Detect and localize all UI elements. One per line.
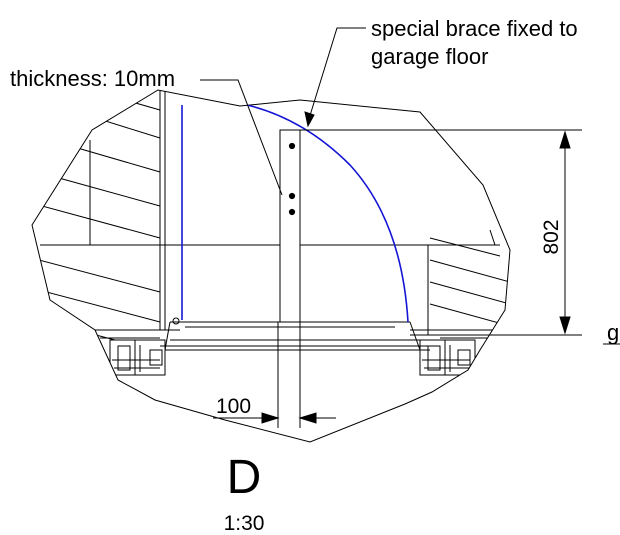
detail-letter: D (227, 451, 262, 504)
callout-brace-line1: special brace fixed to (371, 16, 578, 41)
thickness-leader (200, 79, 283, 196)
brace-leader (304, 27, 366, 128)
detail-boundary (31, 89, 511, 443)
dimension-label-width: 100 (216, 395, 251, 418)
door-swing (181, 102, 409, 323)
dimension-label-height: 802 (540, 219, 563, 254)
left-profile-detail (109, 317, 180, 376)
dimension-802 (300, 129, 582, 336)
section-content (32, 90, 510, 376)
dimension-100 (213, 412, 336, 424)
brace-bolt (288, 142, 296, 150)
brace-bolt (288, 208, 296, 216)
right-wall-hatch (429, 237, 510, 327)
brace-bolt (288, 192, 296, 200)
callout-thickness: thickness: 10mm (10, 66, 175, 91)
right-profile-detail (419, 339, 476, 376)
special-brace (279, 129, 301, 323)
callout-brace-line2: garage floor (371, 44, 488, 69)
detail-scale: 1:30 (224, 512, 265, 535)
partial-label: g (607, 320, 619, 345)
